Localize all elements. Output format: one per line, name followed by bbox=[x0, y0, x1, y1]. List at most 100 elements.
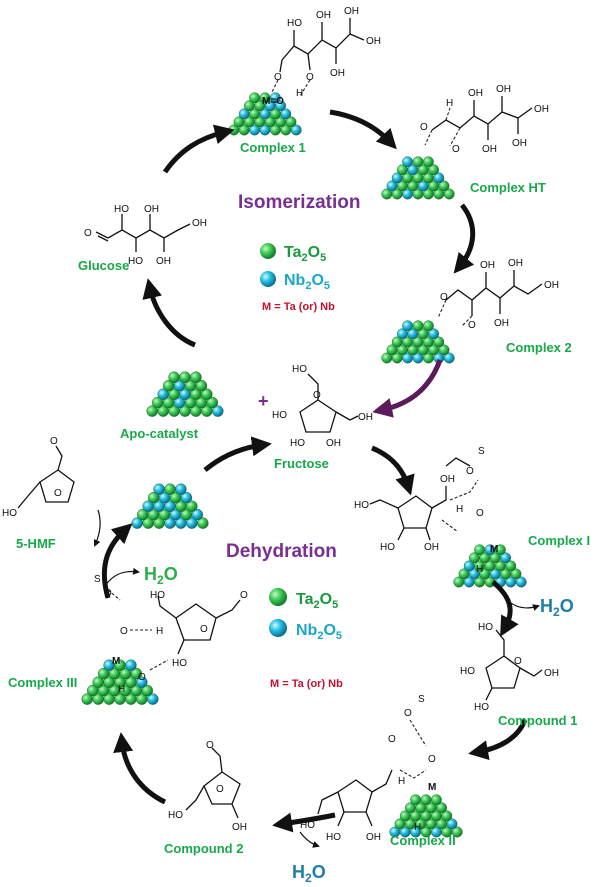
catalyst-complex-II bbox=[389, 794, 463, 838]
atom-oh: OH bbox=[326, 438, 341, 449]
catalyst-sphere bbox=[441, 810, 453, 822]
atom-m: M bbox=[112, 656, 120, 667]
catalyst-sphere bbox=[285, 116, 297, 128]
arrow-h2o-II bbox=[299, 831, 320, 848]
atom-o: O bbox=[313, 390, 321, 401]
atom-h: H bbox=[476, 564, 483, 575]
atom-o: O bbox=[50, 436, 58, 447]
atom-ho: HO bbox=[290, 438, 305, 449]
legend-bottom: Ta2O5 Nb2O5 M = Ta (or) Nb bbox=[269, 588, 343, 690]
catalyst-sphere bbox=[190, 371, 202, 383]
catalyst-sphere bbox=[438, 180, 450, 192]
atom-oh: OH bbox=[496, 84, 511, 95]
atom-ho: HO bbox=[2, 508, 17, 519]
atom-oh: OH bbox=[366, 832, 381, 843]
catalyst-sphere bbox=[402, 156, 413, 168]
atom-ho: HO bbox=[150, 590, 165, 601]
catalyst-sphere bbox=[433, 336, 445, 348]
catalyst-sphere bbox=[130, 668, 143, 680]
compound-1-label: Compound 1 bbox=[498, 713, 577, 728]
atom-o: O bbox=[420, 122, 428, 133]
catalyst-complex-ht bbox=[381, 156, 455, 200]
catalyst-sphere bbox=[269, 92, 281, 104]
atom-h: H bbox=[398, 776, 405, 787]
atom-h: H bbox=[456, 504, 463, 515]
complex-2-label: Complex 2 bbox=[506, 340, 572, 355]
catalyst-sphere bbox=[280, 108, 292, 120]
catalyst-sphere bbox=[212, 405, 224, 417]
atom-o: O bbox=[428, 754, 436, 765]
hmf-structure: O HO O bbox=[2, 436, 75, 519]
atom-ho: HO bbox=[460, 666, 475, 677]
arrow-h2o-I bbox=[506, 599, 540, 611]
fructose-structure: HO HO HO OH OH O bbox=[272, 364, 373, 449]
catalyst-sphere bbox=[290, 124, 302, 136]
catalyst-sphere bbox=[510, 568, 522, 580]
atom-o: O bbox=[240, 590, 248, 601]
atom-o: O bbox=[440, 292, 448, 303]
catalyst-sphere bbox=[412, 320, 424, 332]
atom-oh: OH bbox=[424, 542, 439, 553]
catalyst-sphere bbox=[191, 508, 204, 521]
atom-oh: OH bbox=[330, 68, 345, 79]
atom-oh: OH bbox=[316, 10, 331, 21]
catalyst-sphere bbox=[422, 320, 434, 332]
atom-oh: OH bbox=[144, 204, 159, 215]
ta-sphere-icon bbox=[269, 588, 287, 606]
complex-1-chain: HO OH OH OH OH O O H M=O bbox=[262, 6, 381, 107]
atom-ho: HO bbox=[128, 256, 143, 267]
catalyst-sphere bbox=[428, 328, 439, 340]
glucose-label: Glucose bbox=[78, 258, 129, 273]
catalyst-apo-top bbox=[146, 371, 224, 417]
atom-o: O bbox=[84, 228, 92, 239]
atom-oh: OH bbox=[358, 412, 373, 423]
atom-ho: HO bbox=[478, 622, 493, 633]
arrow-glucose-to-complex1 bbox=[162, 124, 235, 174]
catalyst-sphere bbox=[446, 818, 458, 830]
complex-I-structure: HO HO OH OH H O S O M H bbox=[354, 446, 498, 575]
atom-oh: OH bbox=[440, 474, 455, 485]
ta-sphere-icon bbox=[260, 243, 276, 259]
catalyst-sphere bbox=[412, 156, 424, 168]
atom-m: M bbox=[490, 544, 498, 555]
atom-ho: HO bbox=[168, 810, 183, 821]
catalyst-sphere bbox=[186, 500, 198, 512]
atom-oh: OH bbox=[508, 258, 523, 269]
catalyst-sphere bbox=[141, 684, 154, 697]
atom-s: S bbox=[418, 694, 425, 705]
catalyst-sphere bbox=[125, 659, 137, 671]
complex-ht-label: Complex HT bbox=[470, 180, 546, 195]
atom-ho: HO bbox=[172, 658, 187, 669]
compound-2-structure: O HO OH O bbox=[168, 740, 247, 833]
metal-note: M = Ta (or) Nb bbox=[270, 678, 343, 690]
arrow-complexI-to-compound1 bbox=[491, 580, 519, 637]
catalyst-sphere bbox=[422, 156, 434, 168]
atom-oh: OH bbox=[468, 88, 483, 99]
catalyst-sphere bbox=[402, 320, 413, 332]
atom-o: O bbox=[200, 624, 208, 635]
atom-oh: OH bbox=[156, 256, 171, 267]
atom-h: H bbox=[156, 626, 163, 637]
isomerization-title: Isomerization bbox=[238, 192, 360, 213]
atom-ho: HO bbox=[380, 542, 395, 553]
arrow-apo-to-glucose bbox=[142, 278, 197, 348]
atom-ho: HO bbox=[114, 204, 129, 215]
catalyst-sphere bbox=[201, 388, 213, 400]
complex-III-label: Complex III bbox=[8, 675, 77, 690]
atom-m: M bbox=[428, 782, 436, 793]
arrow-complexII-to-compound2 bbox=[272, 812, 336, 833]
catalyst-sphere bbox=[433, 172, 445, 184]
catalyst-sphere bbox=[515, 576, 527, 588]
plus-sign: + bbox=[258, 391, 269, 411]
catalyst-sphere bbox=[136, 676, 148, 688]
catalyst-apo-bottom bbox=[131, 483, 209, 529]
atom-o: O bbox=[54, 488, 62, 499]
metal-note: M = Ta (or) Nb bbox=[262, 301, 335, 313]
catalyst-sphere bbox=[443, 188, 455, 200]
catalyst-sphere bbox=[505, 560, 517, 572]
apo-catalyst-label: Apo-catalyst bbox=[120, 426, 199, 441]
atom-o: O bbox=[274, 72, 282, 83]
catalyst-sphere bbox=[175, 483, 187, 495]
ta2o5-label: Ta2O5 bbox=[284, 244, 326, 264]
compound-1-structure: HO HO HO OH O bbox=[460, 622, 559, 713]
